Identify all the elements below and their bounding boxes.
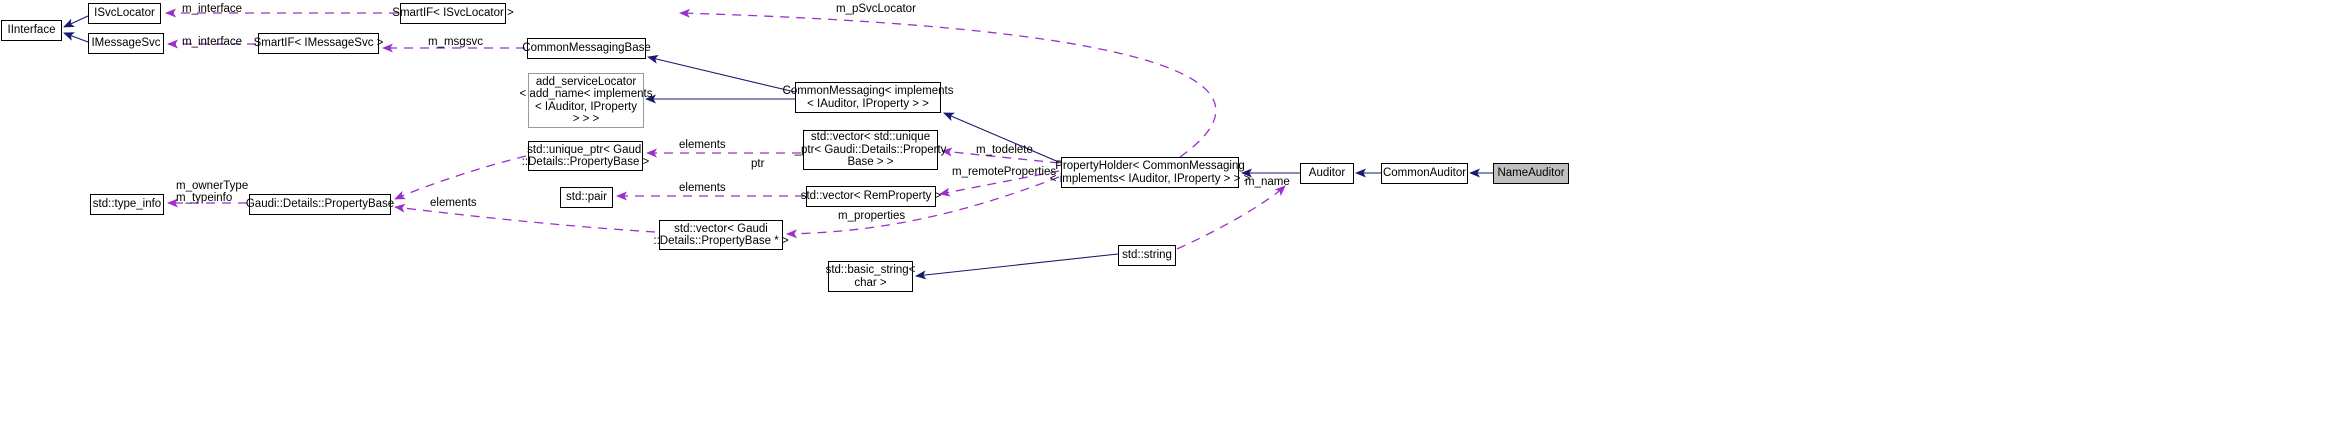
edge-label-elements_3: elements [430, 197, 477, 209]
edge-label-elements_1: elements [679, 139, 726, 151]
node-isvclocator[interactable]: ISvcLocator [88, 3, 161, 24]
edge-label-m_name: m_name [1245, 176, 1290, 188]
edge-label-m_todelete: m_todelete [976, 144, 1033, 156]
node-commonmsgbase[interactable]: CommonMessagingBase [522, 38, 651, 59]
edge-label-m_ownerType: m_ownerType [176, 180, 249, 192]
node-stdstring[interactable]: std::string [1118, 245, 1176, 266]
node-propertyholder[interactable]: PropertyHolder< CommonMessaging < implem… [1050, 157, 1250, 188]
edge-label-m_pSvcLocator: m_pSvcLocator [836, 3, 916, 15]
node-nameauditor[interactable]: NameAuditor [1493, 163, 1569, 184]
edge-label-m_interface_2: m_interface [182, 36, 243, 48]
edge-propbase-elements-usage [394, 203, 656, 233]
node-vector-uniqueptr[interactable]: std::vector< std::unique _ptr< Gaudi::De… [794, 130, 947, 170]
node-stdpair[interactable]: std::pair [560, 187, 613, 208]
node-basicstring[interactable]: std::basic_string< char > [826, 261, 915, 292]
edge-label-m_msgsvc: m_msgsvc [428, 36, 483, 48]
edge-isvclocator-iinterface [63, 15, 89, 28]
node-imessagesvc[interactable]: IMessageSvc [88, 33, 164, 54]
edge-commonmessaging-commonmsgbase [647, 54, 796, 93]
edge-stdstring-basicstring [915, 253, 1119, 280]
edge-label-ptr: ptr [751, 158, 765, 170]
edge-label-m_typeinfo: m_typeinfo [176, 192, 233, 204]
edge-label-elements_2: elements [679, 182, 726, 194]
node-vector-propbaseptr[interactable]: std::vector< Gaudi ::Details::PropertyBa… [653, 220, 789, 250]
edge-stdstring-mname-usage [1176, 185, 1286, 250]
node-add-servicelocator[interactable]: add_serviceLocator < add_name< implement… [520, 73, 652, 128]
node-uniqueptr-propbase[interactable]: std::unique_ptr< Gaudi ::Details::Proper… [522, 141, 649, 171]
node-commonmessaging[interactable]: CommonMessaging< implements < IAuditor, … [783, 82, 954, 113]
edge-label-m_interface_1: m_interface [182, 3, 243, 15]
node-smartif-isvcloc[interactable]: SmartIF< ISvcLocator > [392, 3, 514, 24]
node-typeinfo[interactable]: std::type_info [90, 194, 164, 215]
node-auditor[interactable]: Auditor [1300, 163, 1354, 184]
node-vector-remproperty[interactable]: std::vector< RemProperty > [801, 186, 941, 207]
edge-label-m_remoteProperties: m_remoteProperties [952, 166, 1057, 178]
edge-imessagesvc-iinterface [63, 32, 89, 43]
node-smartif-imsgsvc[interactable]: SmartIF< IMessageSvc > [254, 33, 383, 54]
node-gaudi-propbase[interactable]: Gaudi::Details::PropertyBase [246, 194, 394, 215]
edge-label-m_properties: m_properties [838, 210, 906, 222]
edge-propbase-ptr-usage [394, 155, 527, 200]
node-commonauditor[interactable]: CommonAuditor [1381, 163, 1468, 184]
node-iinterface[interactable]: IInterface [1, 20, 62, 41]
